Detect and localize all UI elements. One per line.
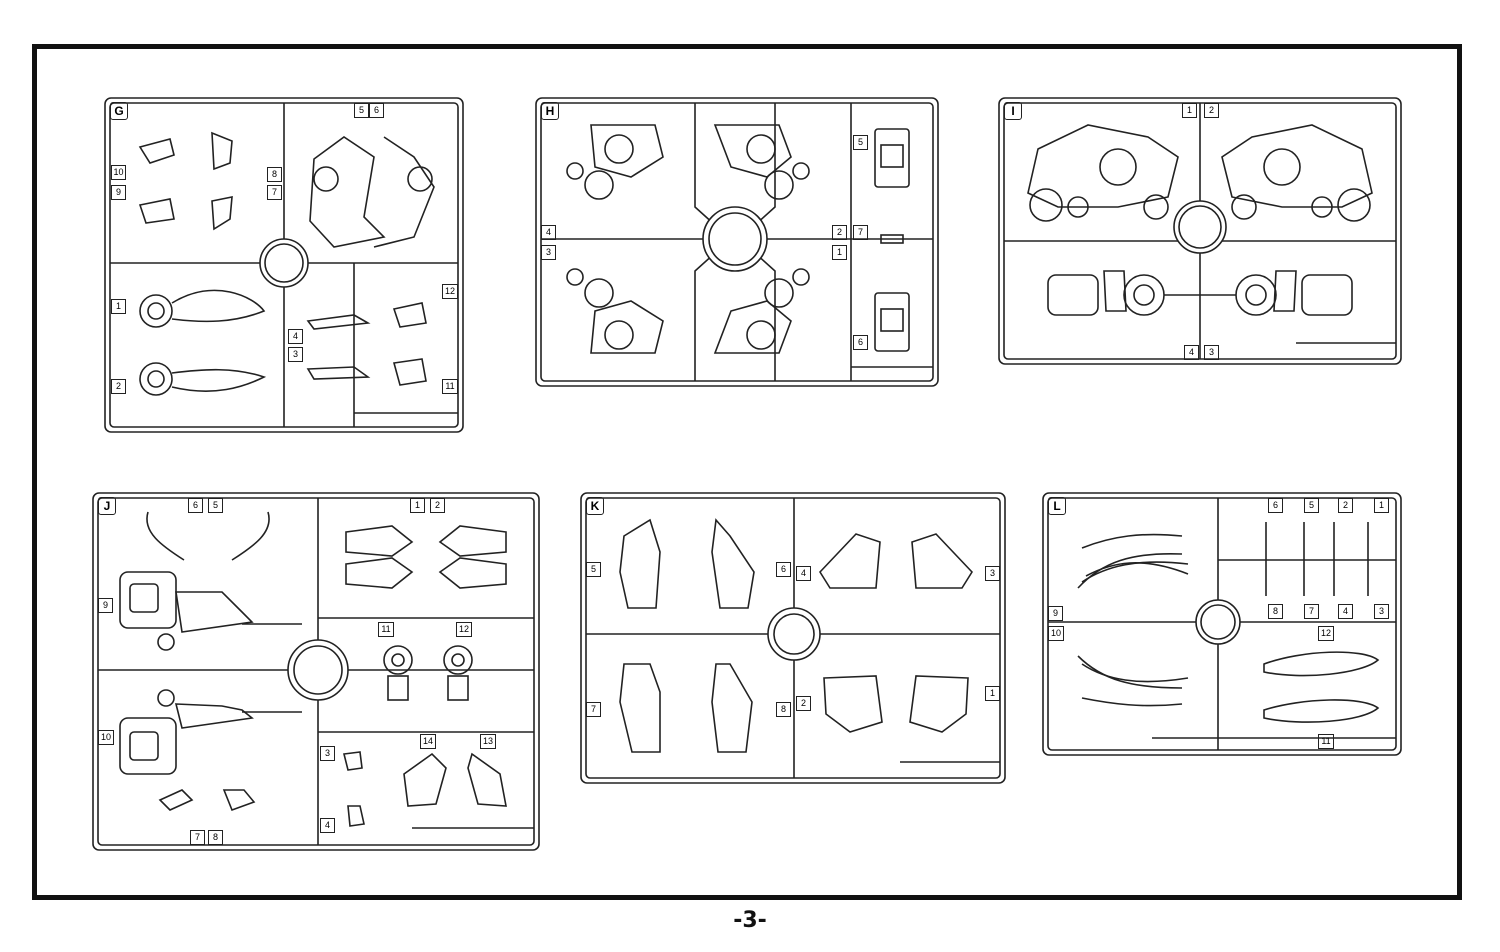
part-number: 12 [1318,626,1334,641]
part-number: 7 [1304,604,1319,619]
page-frame [32,44,1462,900]
sprue-h: H 5 4 3 2 7 1 6 [535,97,939,387]
part-number: 1 [832,245,847,260]
sprue-letter: J [98,497,116,515]
part-number: 2 [1338,498,1353,513]
part-number: 12 [442,284,458,299]
part-number: 4 [1338,604,1353,619]
sprue-l: L 6 5 2 1 8 7 4 3 9 10 12 11 [1042,492,1402,756]
sprue-letter: H [541,102,559,120]
part-number: 2 [832,225,847,240]
part-number: 3 [541,245,556,260]
part-number: 8 [208,830,223,845]
sprue-h-drawing [535,97,939,387]
part-number: 6 [188,498,203,513]
part-number: 4 [1184,345,1199,360]
part-number: 6 [369,103,384,118]
part-number: 1 [111,299,126,314]
part-number: 3 [320,746,335,761]
part-number: 1 [1182,103,1197,118]
part-number: 3 [1374,604,1389,619]
part-number: 6 [853,335,868,350]
part-number: 8 [267,167,282,182]
part-number: 11 [442,379,458,394]
part-number: 7 [267,185,282,200]
part-number: 2 [430,498,445,513]
part-number: 7 [190,830,205,845]
sprue-g-drawing [104,97,464,433]
sprue-j-drawing [92,492,540,851]
part-number: 3 [1204,345,1219,360]
part-number: 9 [111,185,126,200]
sprue-k: K 5 6 4 3 7 8 2 1 [580,492,1006,784]
sprue-letter: K [586,497,604,515]
part-number: 5 [853,135,868,150]
part-number: 14 [420,734,436,749]
part-number: 1 [410,498,425,513]
part-number: 5 [354,103,369,118]
part-number: 11 [1318,734,1334,749]
sprue-g: G 10 9 8 7 5 6 1 2 4 3 12 11 [104,97,464,433]
part-number: 8 [776,702,791,717]
part-number: 7 [586,702,601,717]
sprue-i-drawing [998,97,1402,365]
sprue-letter: L [1048,497,1066,515]
part-number: 12 [456,622,472,637]
part-number: 5 [208,498,223,513]
part-number: 13 [480,734,496,749]
part-number: 4 [288,329,303,344]
part-number: 3 [288,347,303,362]
part-number: 4 [541,225,556,240]
part-number: 4 [320,818,335,833]
part-number: 10 [111,165,126,180]
part-number: 3 [985,566,1000,581]
part-number: 2 [1204,103,1219,118]
sprue-j: J 6 5 1 2 9 11 12 10 3 14 13 4 7 8 [92,492,540,851]
sprue-letter: I [1004,102,1022,120]
part-number: 2 [796,696,811,711]
sprue-letter: G [110,102,128,120]
part-number: 2 [111,379,126,394]
part-number: 11 [378,622,394,637]
part-number: 9 [98,598,113,613]
sprue-k-drawing [580,492,1006,784]
part-number: 9 [1048,606,1063,621]
part-number: 4 [796,566,811,581]
part-number: 8 [1268,604,1283,619]
part-number: 10 [1048,626,1064,641]
part-number: 5 [1304,498,1319,513]
page-number: -3- [733,908,767,933]
part-number: 7 [853,225,868,240]
part-number: 5 [586,562,601,577]
part-number: 6 [776,562,791,577]
part-number: 10 [98,730,114,745]
part-number: 1 [985,686,1000,701]
part-number: 1 [1374,498,1389,513]
part-number: 6 [1268,498,1283,513]
sprue-l-drawing [1042,492,1402,756]
sprue-i: I 1 2 4 3 [998,97,1402,365]
